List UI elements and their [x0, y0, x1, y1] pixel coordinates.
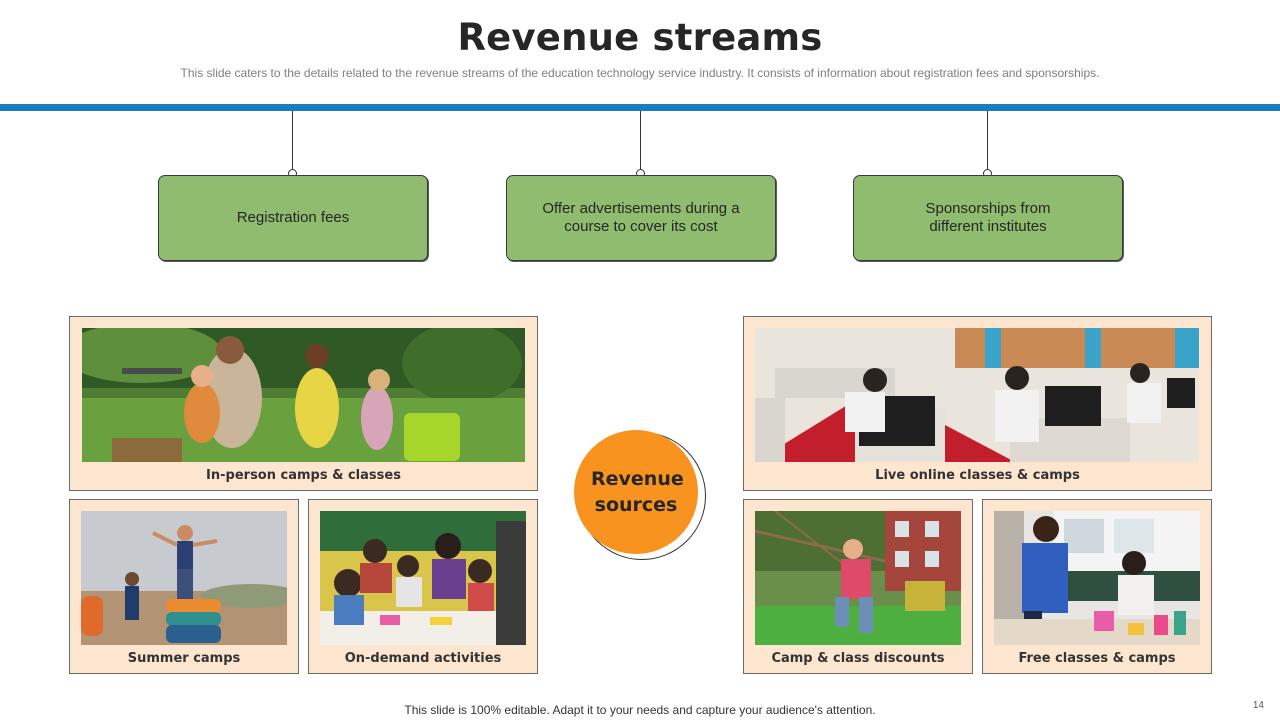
card-on-demand: On-demand activities [308, 499, 538, 674]
badge-label: Revenue sources [591, 468, 684, 516]
card-discounts: Camp & class discounts [743, 499, 973, 674]
card-caption: Camp & class discounts [771, 651, 945, 666]
photo-playground [755, 511, 961, 645]
card-live-online: Live online classes & camps [743, 316, 1212, 491]
card-summer-camps: Summer camps [69, 499, 299, 674]
card-caption: On-demand activities [344, 651, 502, 666]
stream-box-advertisements: Offer advertisements during a course to … [506, 175, 776, 261]
stream-label: Offer advertisements during a course to … [542, 200, 740, 235]
stream-box-registration: Registration fees [158, 175, 428, 261]
badge-circle: Revenue sources [574, 430, 698, 554]
photo-summer-camp [81, 511, 287, 645]
stream-label: Registration fees [236, 209, 350, 226]
connector-line-2 [640, 111, 641, 173]
photo-kids-activity [320, 511, 526, 645]
card-caption: In-person camps & classes [206, 468, 401, 483]
slide-title: Revenue streams [457, 16, 823, 59]
stream-box-sponsorships: Sponsorships from different institutes [853, 175, 1123, 261]
page-number: 14 [1252, 700, 1264, 711]
revenue-sources-badge: Revenue sources [570, 428, 710, 562]
accent-bar [0, 104, 1280, 111]
card-free-classes: Free classes & camps [982, 499, 1212, 674]
footer-note: This slide is 100% editable. Adapt it to… [404, 703, 876, 717]
connector-line-1 [292, 111, 293, 173]
stream-label: Sponsorships from different institutes [925, 200, 1051, 235]
photo-computer-class [755, 328, 1199, 462]
card-caption: Summer camps [127, 651, 241, 666]
card-in-person: In-person camps & classes [69, 316, 538, 491]
photo-teacher-student [994, 511, 1200, 645]
card-caption: Live online classes & camps [875, 468, 1080, 483]
card-caption: Free classes & camps [1018, 651, 1176, 666]
slide-subtitle: This slide caters to the details related… [180, 66, 1100, 80]
connector-line-3 [987, 111, 988, 173]
photo-family-picnic [82, 328, 525, 462]
